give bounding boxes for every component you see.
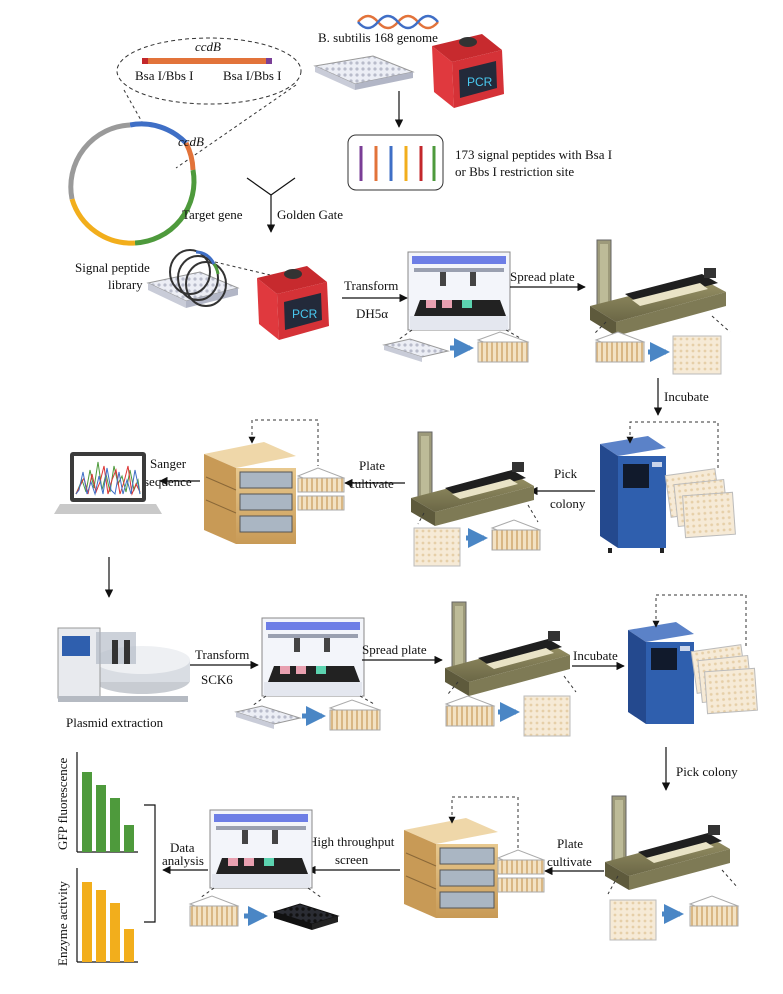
enzyme-bar-4 <box>124 929 134 962</box>
deep-well-plates-1 <box>296 467 346 511</box>
colony-plates-2 <box>690 644 758 715</box>
colony-plates-1 <box>664 468 736 539</box>
pcr-machine-2-icon: PCR <box>257 266 329 340</box>
plate-pair-4 <box>234 699 382 731</box>
plate-pair-3 <box>413 519 542 567</box>
data-analysis-line2: analysis <box>162 853 204 868</box>
library-label-line2: library <box>108 277 143 292</box>
plasmid-library-rings-icon <box>169 249 227 307</box>
ccdb-plasmid-label: ccdB <box>178 134 204 149</box>
pick-colony-1-line1: Pick <box>554 466 578 481</box>
deep-well-plates-2 <box>496 849 546 893</box>
laptop-icon <box>54 452 162 514</box>
pcr-machine-1-icon: PCR <box>432 34 504 108</box>
plate-spreader-1-icon <box>590 239 726 336</box>
plate-pair-1 <box>382 331 530 363</box>
gfp-bar-1 <box>82 772 92 852</box>
incubate-2-label: Incubate <box>573 648 618 663</box>
signal-peptide-tubes <box>347 134 444 191</box>
gfp-bar-3 <box>110 798 120 852</box>
site-right-label: Bsa I/Bbs I <box>223 68 282 83</box>
transform1-line2: DH5α <box>356 306 388 321</box>
ccdb-insert-label: ccdB <box>195 39 221 54</box>
transform1-line1: Transform <box>344 278 398 293</box>
dna-helix-icon <box>357 14 439 30</box>
plate-spreader-2-icon <box>411 431 534 526</box>
plate-cultivate-1-line2: cultivate <box>349 476 394 491</box>
sanger-line1: Sanger <box>150 456 187 471</box>
plate-spreader-4-icon <box>605 795 730 890</box>
plate-pair-7 <box>188 895 340 930</box>
pcr-label-2: PCR <box>292 307 318 321</box>
plate-pair-6 <box>609 895 740 941</box>
liquid-handler-1-icon <box>407 251 511 331</box>
gfp-fluorescence-label: GFP fluorescence <box>55 757 70 850</box>
shaker-incubator-2-icon <box>404 818 498 918</box>
plasmid-extraction-machine-icon <box>57 627 190 702</box>
genome-label: B. subtilis 168 genome <box>318 30 438 45</box>
gfp-bar-chart <box>76 752 138 853</box>
golden-gate-arrow <box>246 177 296 233</box>
pick-colony-2-label: Pick colony <box>676 764 738 779</box>
plate-cultivate-2-line2: cultivate <box>547 854 592 869</box>
hts-line1: High throughput <box>308 834 395 849</box>
spread-plate-1-label: Spread plate <box>510 269 575 284</box>
gfp-bar-2 <box>96 785 106 852</box>
liquid-handler-2-icon <box>261 617 365 697</box>
golden-gate-label: Golden Gate <box>277 207 343 222</box>
ccdb-insert-callout: ccdB Bsa I/Bbs I Bsa I/Bbs I <box>116 37 302 105</box>
plate-cultivate-2-line1: Plate <box>557 836 583 851</box>
enzyme-activity-label: Enzyme activity <box>55 881 70 966</box>
enzyme-bar-1 <box>82 882 92 962</box>
hts-line2: screen <box>335 852 369 867</box>
well-plate-1-icon <box>313 55 415 90</box>
enzyme-bar-chart <box>76 868 138 963</box>
incubator-1-icon <box>600 436 666 553</box>
sanger-line2: sequence <box>144 474 192 489</box>
plate-spreader-3-icon <box>445 601 570 696</box>
site-left-label: Bsa I/Bbs I <box>135 68 194 83</box>
plate-pair-2 <box>594 331 722 375</box>
target-gene-label: Target gene <box>182 207 243 222</box>
enzyme-bar-3 <box>110 903 120 962</box>
plate-pair-5 <box>444 695 571 737</box>
pcr-label-1: PCR <box>467 75 493 89</box>
transform2-line2: SCK6 <box>201 672 233 687</box>
plasmid-vector: ccdB Target gene <box>68 121 243 246</box>
signal-peptides-line1: 173 signal peptides with Bsa I <box>455 147 612 162</box>
incubator-2-icon <box>628 622 694 724</box>
enzyme-bar-2 <box>96 890 106 962</box>
plasmid-extraction-label: Plasmid extraction <box>66 715 164 730</box>
pick-colony-1-line2: colony <box>550 496 586 511</box>
spread-plate-2-label: Spread plate <box>362 642 427 657</box>
library-label-line1: Signal peptide <box>75 260 150 275</box>
transform2-line1: Transform <box>195 647 249 662</box>
liquid-handler-3-icon <box>209 809 313 889</box>
gfp-bar-4 <box>124 825 134 852</box>
incubate-1-label: Incubate <box>664 389 709 404</box>
plate-cultivate-1-line1: Plate <box>359 458 385 473</box>
signal-peptides-line2: or Bbs I restriction site <box>455 164 574 179</box>
shaker-incubator-1-icon <box>204 442 296 544</box>
data-analysis-line1: Data <box>170 840 195 855</box>
